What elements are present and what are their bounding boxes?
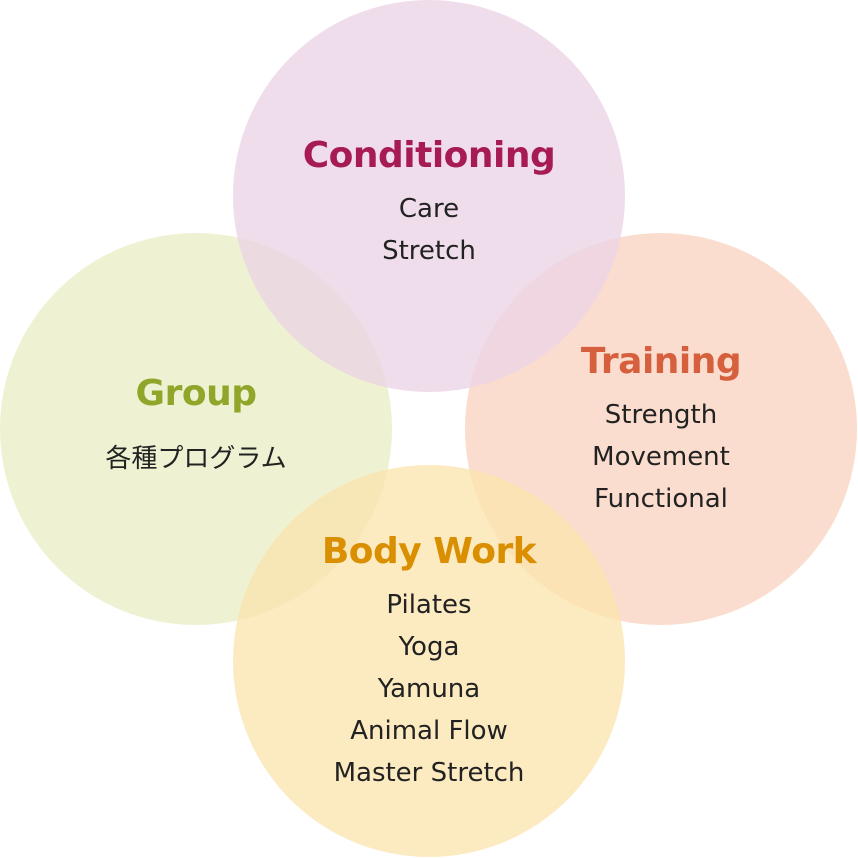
training-item: Strength <box>604 400 718 430</box>
conditioning-circle <box>233 0 625 392</box>
body-work-item: Yoga <box>398 632 460 662</box>
conditioning-block: Conditioning Care Stretch <box>249 134 609 272</box>
body-work-item: Master Stretch <box>333 758 525 788</box>
group-block: Group 各種プログラム <box>16 372 376 480</box>
body-work-block: Body Work Pilates Yoga Yamuna Animal Flo… <box>249 530 609 794</box>
conditioning-title: Conditioning <box>302 135 556 176</box>
conditioning-item: Care <box>398 194 460 224</box>
group-item: 各種プログラム <box>105 444 287 474</box>
training-title: Training <box>580 341 742 382</box>
body-work-item: Pilates <box>386 590 472 620</box>
training-item: Functional <box>594 484 728 514</box>
training-item: Movement <box>592 442 730 472</box>
training-block: Training Strength Movement Functional <box>481 340 841 520</box>
conditioning-item: Stretch <box>382 236 476 266</box>
body-work-item: Animal Flow <box>350 716 508 746</box>
body-work-item: Yamuna <box>377 674 481 704</box>
body-work-circle <box>233 465 625 857</box>
body-work-title: Body Work <box>321 531 537 572</box>
group-title: Group <box>135 373 257 414</box>
